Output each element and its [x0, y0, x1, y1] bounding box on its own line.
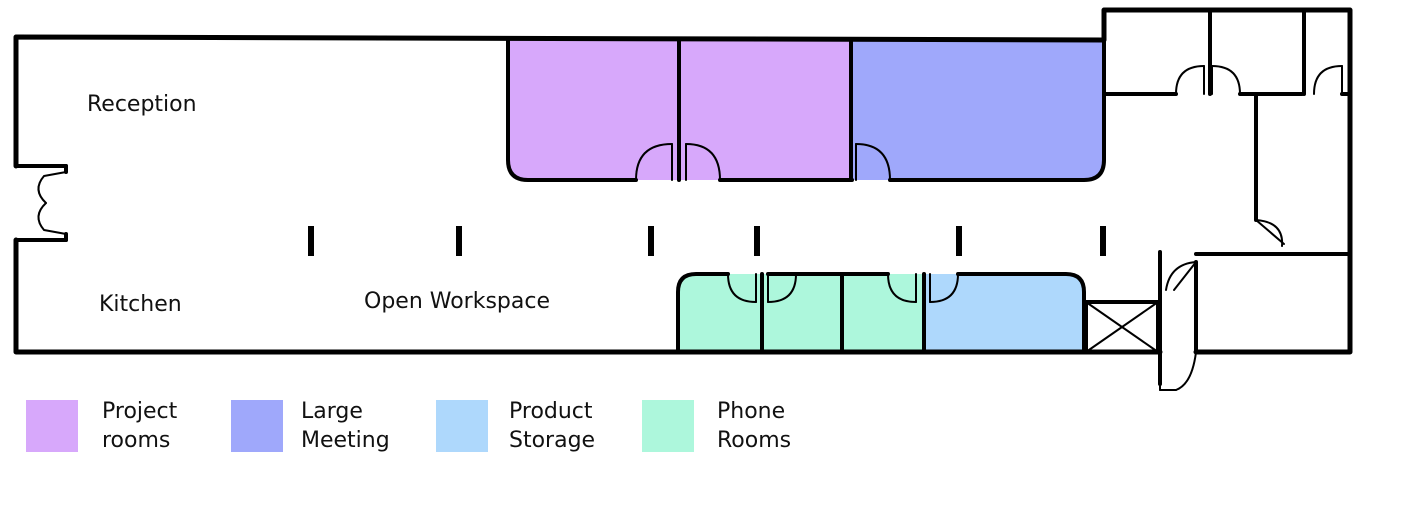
legend-label-line: Large — [301, 399, 363, 424]
column — [1100, 226, 1106, 256]
legend-label-line: rooms — [102, 428, 171, 453]
label-kitchen: Kitchen — [99, 292, 182, 317]
door-phone-room-3 — [887, 273, 917, 303]
column — [754, 226, 760, 256]
project-room-2 — [680, 40, 850, 180]
legend-label-line: Storage — [509, 428, 596, 453]
column — [308, 226, 314, 256]
legend-swatch — [26, 400, 78, 452]
legend: Project rooms Large Meeting Product Stor… — [0, 398, 1404, 468]
legend-label-line: Project — [102, 399, 178, 424]
column — [956, 226, 962, 256]
label-reception: Reception — [87, 92, 197, 117]
legend-label-line: Rooms — [717, 428, 792, 453]
project-room-1 — [508, 40, 678, 180]
door-project-room-1 — [635, 143, 673, 181]
legend-label: Project rooms — [102, 397, 177, 455]
legend-swatch — [436, 400, 488, 452]
door-entrance — [37, 171, 67, 235]
product-storage-room — [924, 274, 1084, 350]
wall-meeting-room — [718, 38, 1106, 182]
elevator-cross — [1085, 301, 1159, 353]
door-project-room-2 — [685, 143, 721, 181]
door-service-room-1 — [1175, 65, 1205, 95]
legend-label: Phone Rooms — [717, 397, 791, 455]
legend-label-line: Phone — [717, 399, 786, 424]
door-large-meeting — [855, 143, 891, 181]
door-service-room-3 — [1313, 65, 1343, 95]
phone-room-3 — [842, 274, 922, 350]
door-exit-bottom — [1159, 351, 1197, 391]
column — [648, 226, 654, 256]
phone-room-2 — [762, 274, 842, 350]
door-corridor-right — [1255, 219, 1285, 247]
door-phone-room-1 — [727, 273, 757, 303]
legend-label: Large Meeting — [301, 397, 390, 455]
door-product-storage — [929, 273, 959, 303]
legend-label: Product Storage — [509, 397, 595, 455]
wall-outer-bottom — [13, 237, 1163, 355]
legend-label-line: Product — [509, 399, 593, 424]
legend-swatch — [231, 400, 283, 452]
wall-phone-rooms — [676, 272, 1086, 354]
wall-outer — [13, 7, 1353, 355]
large-meeting-room — [852, 40, 1104, 180]
label-open-workspace: Open Workspace — [364, 289, 550, 314]
phone-room-1 — [678, 274, 762, 350]
legend-swatch — [642, 400, 694, 452]
legend-label-line: Meeting — [301, 428, 390, 453]
wall-project-rooms — [506, 38, 638, 182]
door-service-room-2 — [1211, 65, 1241, 95]
door-phone-room-2 — [767, 273, 797, 303]
door-lower-right — [1165, 261, 1197, 291]
column — [456, 226, 462, 256]
